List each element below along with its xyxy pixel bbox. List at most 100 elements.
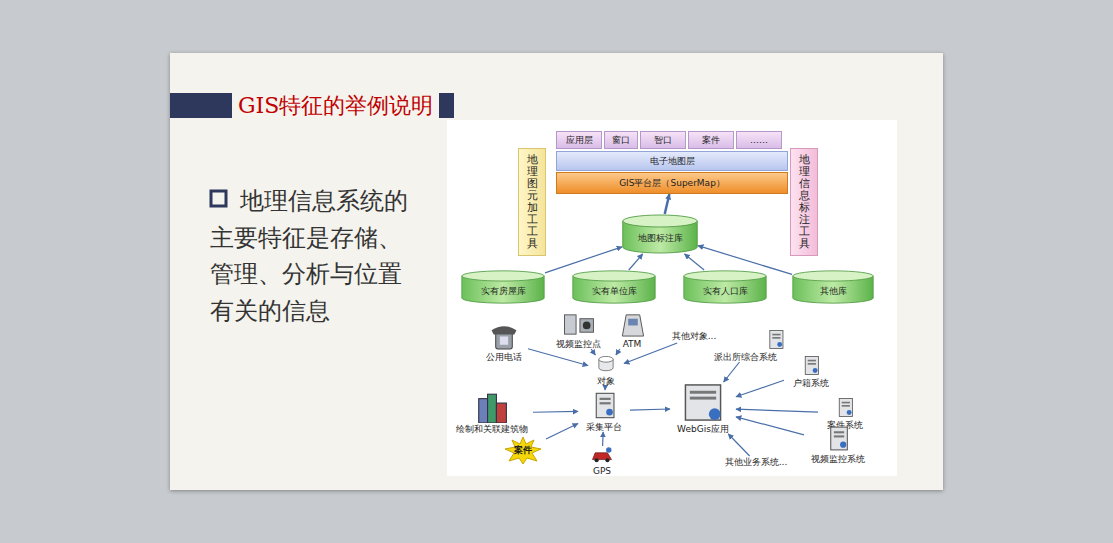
icon-node: GPS: [582, 446, 622, 476]
gis-platform-band: GIS平台层（SuperMap）: [556, 172, 788, 194]
icon-node: ATM: [612, 311, 652, 349]
icon-node: 案件系统: [818, 396, 872, 430]
connector: [629, 254, 643, 270]
node-label: ATM: [623, 339, 642, 349]
srvr-icon: [784, 354, 838, 377]
bld-icon: [451, 392, 533, 423]
icon-node: 视频监控系统: [804, 424, 872, 464]
node-label: 案件: [514, 445, 532, 455]
big-icon: [670, 382, 736, 423]
node-label: 其他库: [820, 286, 847, 296]
slide-title: GIS特征的举例说明: [238, 91, 433, 121]
database-cylinder: 实有人口库: [683, 270, 767, 304]
node-label: 电子地图层: [650, 156, 695, 166]
icon-node: 公用电话: [480, 322, 528, 362]
node-label: 实有单位库: [592, 286, 637, 296]
database-cylinder: 实有房屋库: [461, 270, 545, 304]
node-label: 智口: [654, 135, 672, 145]
connector: [698, 246, 792, 275]
connector: [533, 411, 578, 413]
icon-node: WebGis应用: [670, 382, 736, 434]
node-label: 其他业务系统...: [725, 457, 788, 467]
layer-cell: 案件: [688, 131, 734, 149]
phone-icon: [480, 322, 528, 351]
connector: [528, 349, 588, 366]
icon-node: 案件: [500, 436, 546, 464]
database-cylinder: 地图标注库: [622, 214, 698, 254]
car-icon: [582, 446, 622, 465]
connector: [545, 247, 622, 273]
node-label: 应用层: [566, 135, 593, 145]
node-label: 视频监控系统: [811, 454, 865, 464]
node-label: 地理信息标注工具: [799, 154, 810, 251]
connector: [736, 380, 784, 396]
text-node: 其他业务系统...: [704, 456, 808, 469]
cylinder-top: [623, 215, 697, 227]
connector: [546, 424, 578, 439]
connector: [736, 409, 818, 412]
node-label: 案件: [702, 135, 720, 145]
connector: [724, 362, 740, 382]
cylinder-top: [462, 271, 544, 281]
connector: [736, 417, 804, 435]
node-label: 绘制和关联建筑物: [456, 424, 528, 434]
icon-node: 对象: [588, 355, 624, 386]
node-label: WebGis应用: [677, 424, 729, 434]
node-label: 地图标注库: [638, 233, 683, 243]
node-label: 地理图元加工工具: [527, 154, 538, 251]
layer-cell: 窗口: [604, 131, 638, 149]
bullet-square: [211, 191, 226, 206]
node-label: 视频监控点: [556, 339, 601, 349]
node-label: 采集平台: [586, 422, 622, 432]
cylinder-top: [573, 271, 655, 281]
bullet-text: 地理信息系统的主要特征是存储、管理、分析与位置有关的信息: [210, 183, 425, 329]
icon-node: 绘制和关联建筑物: [451, 392, 533, 434]
icon-node: 户籍系统: [784, 354, 838, 388]
title-group: GIS特征的举例说明: [170, 92, 454, 119]
layer-cell: 智口: [640, 131, 686, 149]
connector: [665, 194, 670, 214]
cylinder-top: [793, 271, 873, 281]
connector: [685, 254, 705, 270]
database-cylinder: 实有单位库: [572, 270, 656, 304]
connector: [602, 432, 604, 446]
node-label: 其他对象...: [672, 331, 717, 341]
text-node: 其他对象...: [664, 330, 724, 343]
cyls-icon: [588, 355, 624, 375]
icon-node: 视频监控点: [550, 311, 606, 349]
srvr-icon: [804, 424, 872, 453]
srvr-icon: [714, 328, 792, 351]
cam-icon: [550, 311, 606, 338]
map-layer-band: 电子地图层: [556, 151, 788, 171]
node-label: ……: [750, 135, 768, 145]
connector: [616, 349, 620, 355]
node-label: GIS平台层（SuperMap）: [619, 178, 725, 188]
node-label: 实有人口库: [703, 286, 748, 296]
srv-icon: [578, 390, 630, 421]
icon-node: 采集平台: [578, 390, 630, 432]
node-label: 公用电话: [486, 352, 522, 362]
tool-column: 地理信息标注工具: [790, 148, 818, 256]
layer-cell: ……: [736, 131, 782, 149]
icon-node: 派出所综合系统: [714, 328, 792, 362]
connector: [630, 409, 670, 410]
layer-cell: 应用层: [556, 131, 602, 149]
connector: [604, 386, 605, 390]
node-label: 户籍系统: [793, 378, 829, 388]
node-label: 派出所综合系统: [714, 352, 777, 362]
tool-column: 地理图元加工工具: [518, 148, 546, 256]
title-bar: [170, 93, 232, 118]
connector: [728, 434, 749, 456]
connector: [591, 349, 595, 355]
srvr-icon: [818, 396, 872, 419]
node-label: GPS: [593, 466, 611, 476]
atm-icon: [612, 311, 652, 338]
node-label: 窗口: [612, 135, 630, 145]
cylinder-top: [684, 271, 766, 281]
node-label: 对象: [597, 376, 615, 386]
database-cylinder: 其他库: [792, 270, 874, 304]
title-square: [439, 93, 454, 118]
node-label: 实有房屋库: [481, 286, 526, 296]
